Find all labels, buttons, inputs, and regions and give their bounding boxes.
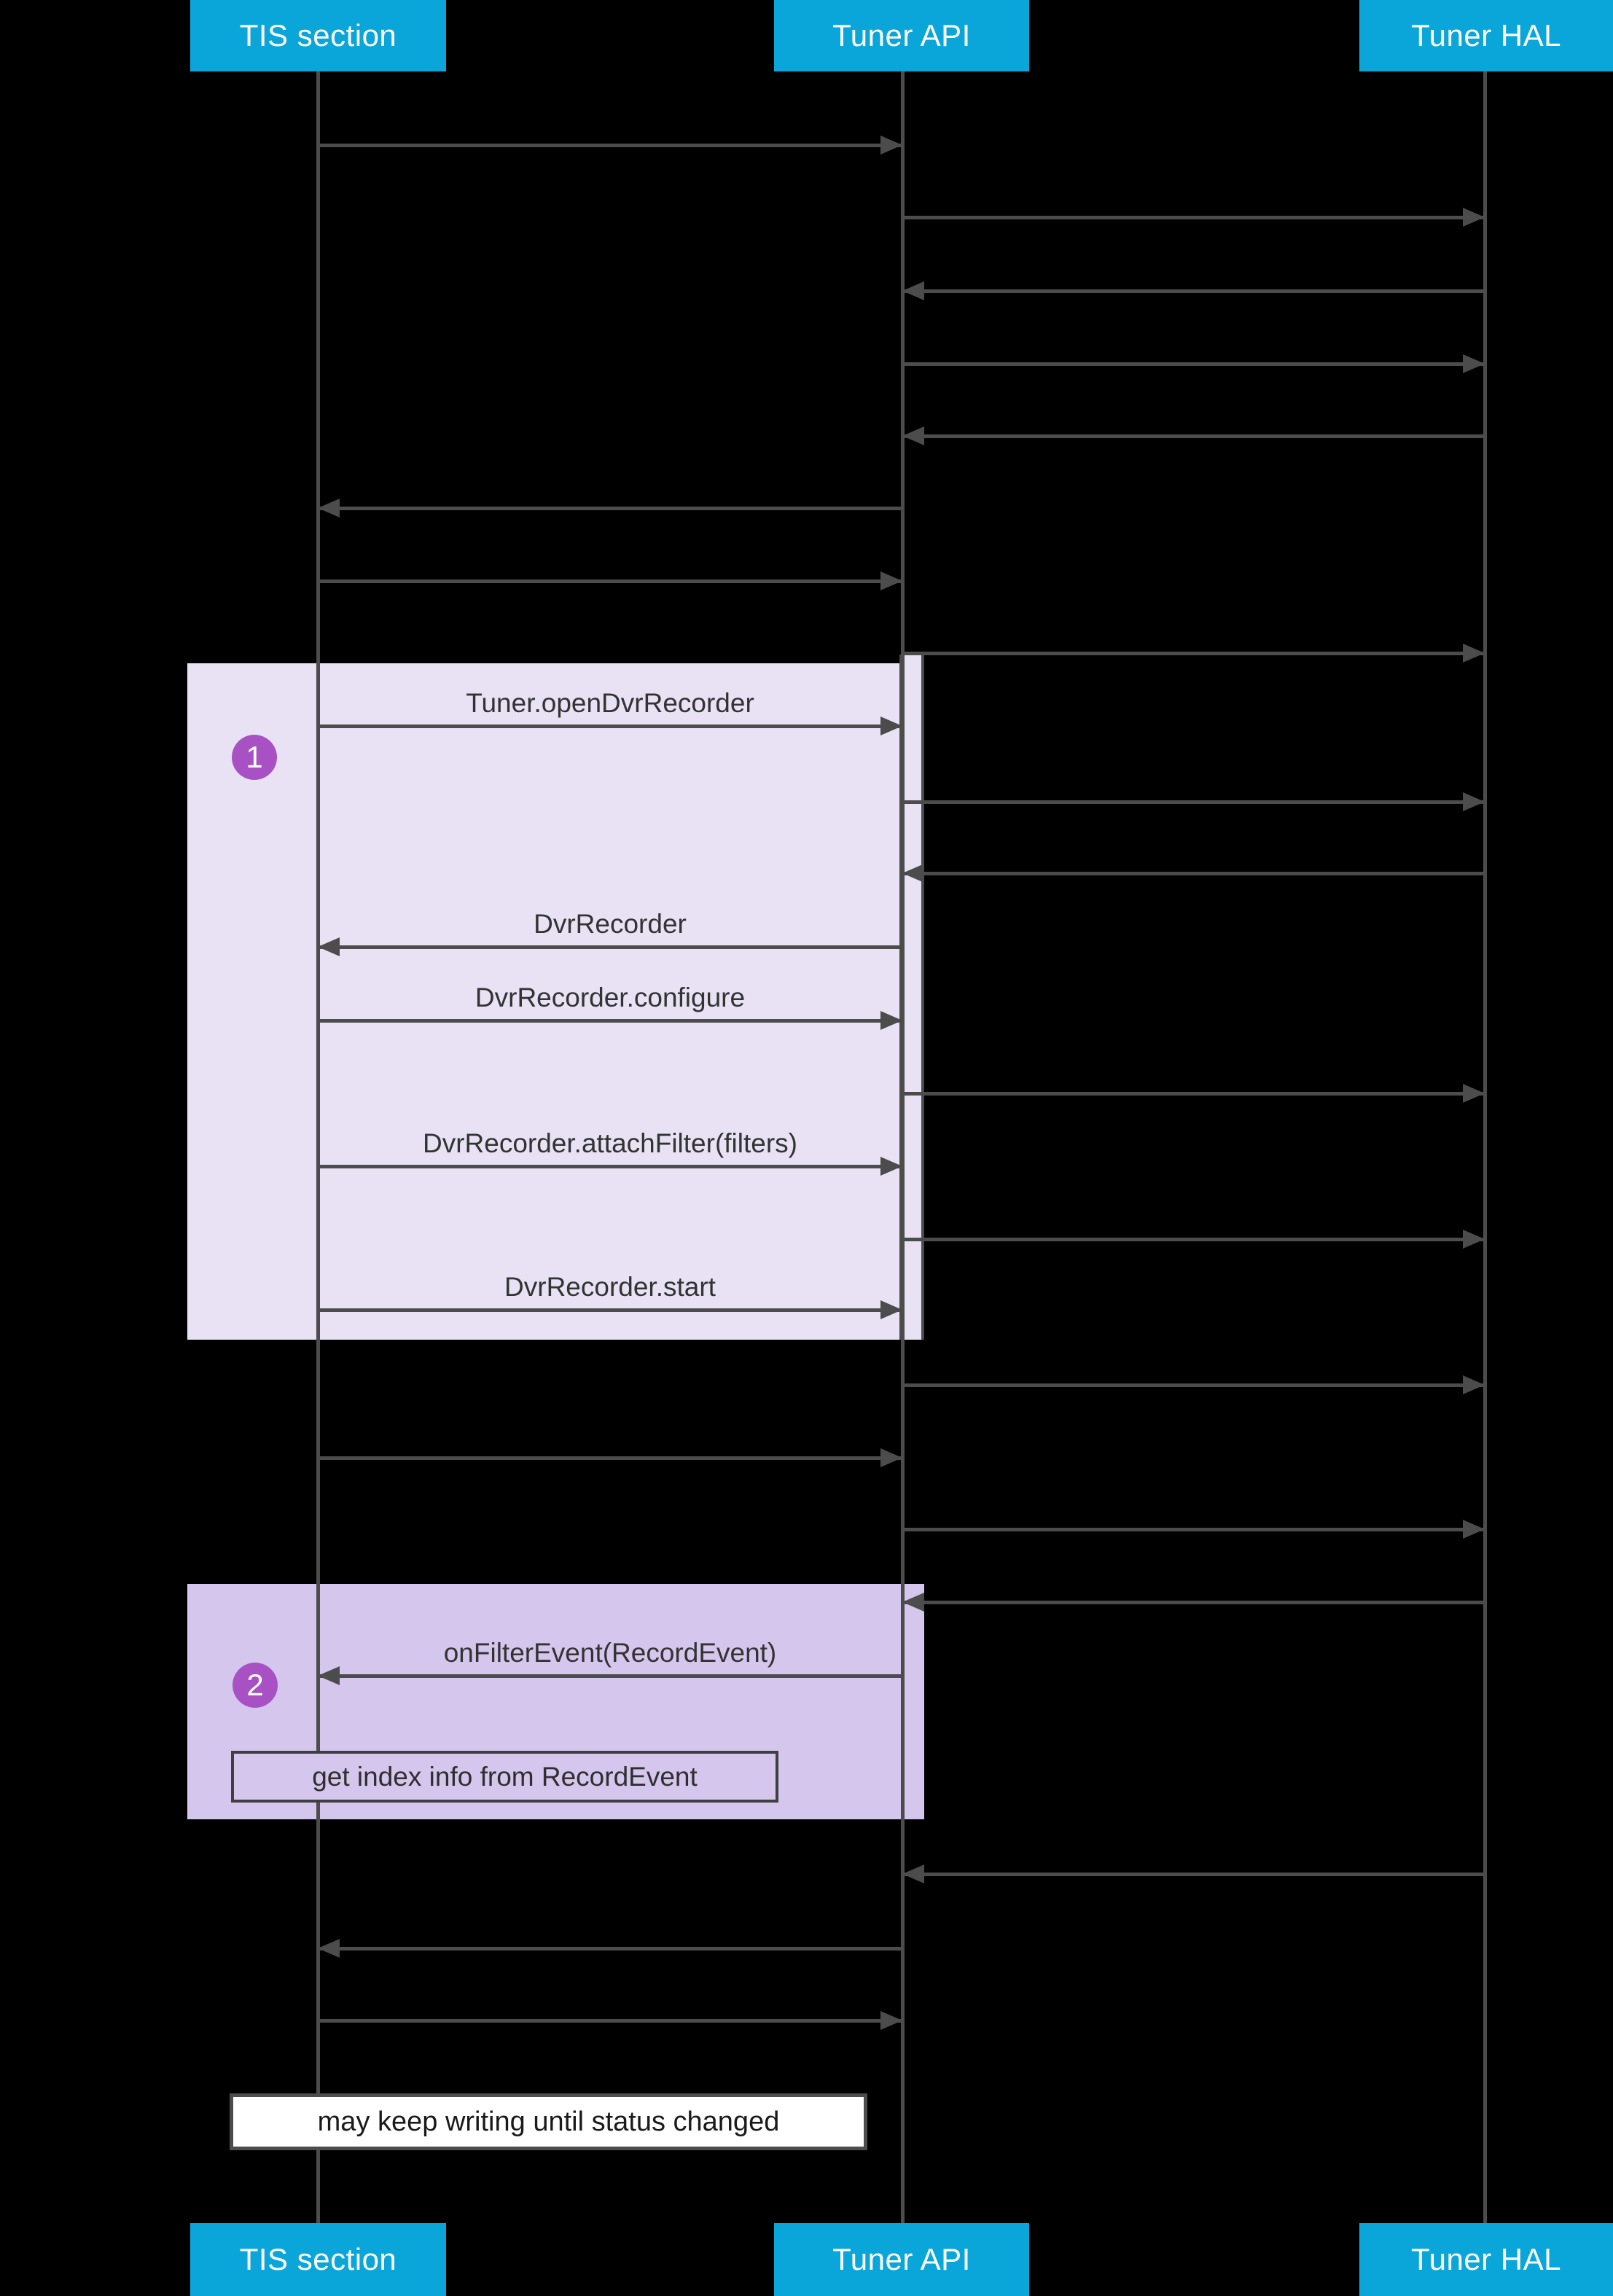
arrowhead-icon bbox=[880, 2011, 902, 2030]
lifeline-tuner-api bbox=[901, 71, 905, 2223]
message-arrow bbox=[902, 1238, 1485, 1241]
actor-label: TIS section bbox=[239, 18, 397, 52]
arrowhead-icon bbox=[880, 1011, 902, 1030]
message-arrow bbox=[902, 362, 1485, 366]
message-arrow bbox=[902, 872, 1485, 875]
actor-label: Tuner API bbox=[832, 2242, 971, 2276]
arrowhead-icon bbox=[880, 136, 902, 155]
message-arrow bbox=[318, 1947, 902, 1951]
actor-header-tuner-hal-bottom: Tuner HAL bbox=[1359, 2223, 1613, 2296]
arrowhead-icon bbox=[880, 1157, 902, 1176]
arrowhead-icon bbox=[1463, 1230, 1485, 1249]
message-arrow bbox=[318, 1019, 902, 1023]
arrowhead-icon bbox=[902, 281, 924, 300]
message-label: Tuner.openDvrRecorder bbox=[466, 688, 754, 718]
message-arrow bbox=[318, 1308, 902, 1312]
arrowhead-icon bbox=[880, 716, 902, 735]
message-arrow bbox=[902, 1528, 1485, 1531]
arrowhead-icon bbox=[318, 1939, 340, 1958]
message-label: DvrRecorder.attachFilter(filters) bbox=[422, 1128, 798, 1158]
arrowhead-icon bbox=[1463, 1375, 1485, 1394]
arrowhead-icon bbox=[902, 864, 924, 883]
message-arrow bbox=[902, 1601, 1485, 1604]
message-arrow bbox=[902, 1092, 1485, 1096]
message-arrow bbox=[318, 945, 902, 949]
fragment-1-badge: 1 bbox=[232, 735, 277, 780]
message-arrow bbox=[902, 434, 1485, 438]
note-keep-writing-text: may keep writing until status changed bbox=[317, 2106, 780, 2137]
fragment-2-badge: 2 bbox=[233, 1663, 278, 1708]
message-arrow bbox=[902, 216, 1485, 219]
arrowhead-icon bbox=[1463, 1520, 1485, 1539]
lifeline-tis-section bbox=[316, 71, 320, 2223]
actor-label: Tuner API bbox=[832, 18, 971, 52]
actor-label: Tuner HAL bbox=[1410, 2242, 1562, 2276]
arrowhead-icon bbox=[1463, 792, 1485, 811]
arrowhead-icon bbox=[902, 1593, 924, 1612]
message-label: onFilterEvent(RecordEvent) bbox=[443, 1638, 777, 1668]
message-arrow bbox=[902, 800, 1485, 804]
note-get-index-info-text: get index info from RecordEvent bbox=[312, 1761, 698, 1792]
arrowhead-icon bbox=[1463, 208, 1485, 227]
fragment-1-number: 1 bbox=[246, 740, 263, 774]
arrowhead-icon bbox=[902, 426, 924, 445]
note-get-index-info: get index info from RecordEvent bbox=[231, 1751, 778, 1803]
actor-label: Tuner HAL bbox=[1410, 18, 1562, 52]
message-label: DvrRecorder.start bbox=[504, 1272, 716, 1302]
message-arrow bbox=[318, 725, 902, 728]
message-label: DvrRecorder bbox=[534, 909, 687, 939]
message-arrow bbox=[318, 507, 902, 510]
message-arrow bbox=[318, 1456, 902, 1460]
arrowhead-icon bbox=[1463, 644, 1485, 663]
arrowhead-icon bbox=[880, 1448, 902, 1467]
fragment-2-number: 2 bbox=[246, 1668, 264, 1702]
arrowhead-icon bbox=[318, 499, 340, 518]
message-arrow bbox=[318, 579, 902, 583]
message-arrow bbox=[318, 1165, 902, 1168]
message-arrow bbox=[318, 144, 902, 147]
note-keep-writing: may keep writing until status changed bbox=[230, 2093, 867, 2150]
message-arrow bbox=[902, 652, 1485, 655]
message-arrow bbox=[318, 1674, 902, 1678]
arrowhead-icon bbox=[880, 1300, 902, 1319]
message-label: DvrRecorder.configure bbox=[474, 983, 746, 1012]
actor-header-tis-section-bottom: TIS section bbox=[190, 2223, 446, 2296]
lifeline-tuner-hal bbox=[1483, 71, 1487, 2223]
actor-header-tuner-hal-top: Tuner HAL bbox=[1359, 0, 1613, 71]
message-arrow bbox=[902, 289, 1485, 293]
fragment-1 bbox=[187, 663, 924, 1340]
arrowhead-icon bbox=[318, 937, 340, 956]
actor-header-tis-section-top: TIS section bbox=[190, 0, 446, 71]
arrowhead-icon bbox=[1463, 354, 1485, 373]
message-arrow bbox=[902, 1873, 1485, 1876]
message-arrow bbox=[318, 2019, 902, 2023]
arrowhead-icon bbox=[318, 1666, 340, 1685]
actor-header-tuner-api-top: Tuner API bbox=[774, 0, 1029, 71]
arrowhead-icon bbox=[1463, 1084, 1485, 1103]
actor-header-tuner-api-bottom: Tuner API bbox=[774, 2223, 1029, 2296]
arrowhead-icon bbox=[880, 571, 902, 590]
message-arrow bbox=[902, 1383, 1485, 1387]
actor-label: TIS section bbox=[239, 2242, 397, 2276]
arrowhead-icon bbox=[902, 1864, 924, 1883]
